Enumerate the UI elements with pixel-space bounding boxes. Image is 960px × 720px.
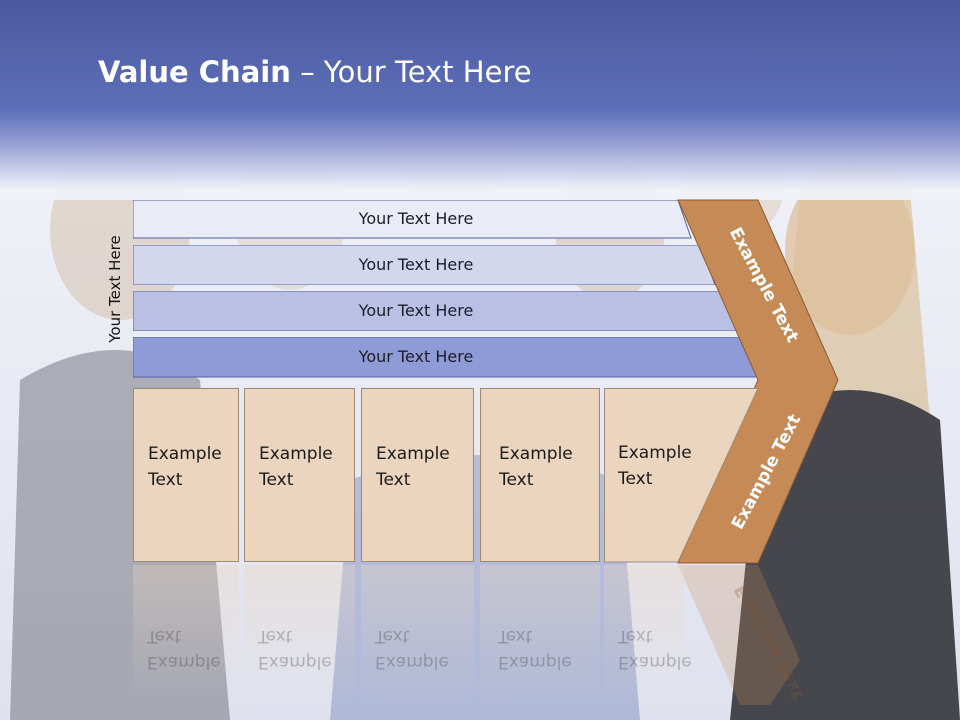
cell-2-reflection-line1: Example [258, 652, 332, 672]
cell-1-reflection-line1: Example [147, 652, 221, 672]
cell-4-reflection-line1: Example [498, 652, 572, 672]
cell-2-line1: Example [259, 444, 333, 464]
cell-5-line1: Example [618, 443, 692, 463]
bar-4-label: Your Text Here [358, 347, 474, 366]
cell-4-reflection-text: Example Text [498, 623, 598, 675]
bar-3-shape [133, 291, 739, 331]
cell-2-reflection-text: Example Text [258, 623, 358, 675]
cell-3-reflection-line1: Example [375, 652, 449, 672]
cell-1-line1: Example [148, 444, 222, 464]
cell-1-line2: Text [148, 470, 183, 490]
cell-4-reflection: Example Text [480, 565, 600, 705]
cell-5-reflection-line2: Text [618, 626, 653, 646]
cell-5-reflection: Example Text [604, 565, 692, 705]
cell-3-reflection-line2: Text [375, 626, 410, 646]
cell-3-line1: Example [376, 444, 450, 464]
cell-3-reflection: Example Text [361, 565, 474, 705]
bar-1-shape [133, 200, 692, 239]
cell-1-reflection-line2: Text [147, 626, 182, 646]
cell-2-reflection: Example Text [244, 565, 355, 705]
bar-1-label: Your Text Here [358, 209, 474, 228]
cell-5-line2: Text [618, 469, 653, 489]
header-band [0, 0, 960, 200]
bar-3-label: Your Text Here [358, 301, 474, 320]
cell-5-reflection-line1: Example [618, 652, 692, 672]
title-bold: Value Chain [98, 55, 291, 89]
title-rest: – Your Text Here [290, 55, 532, 89]
cell-1-reflection: Example Text [133, 565, 239, 705]
cell-2-reflection-line2: Text [258, 626, 293, 646]
cell-1-reflection-text: Example Text [147, 623, 247, 675]
cell-4-line2: Text [499, 470, 534, 490]
cell-4-reflection-line2: Text [498, 626, 533, 646]
cell-3-line2: Text [376, 470, 411, 490]
cell-5-shape [604, 388, 759, 563]
cell-2-line2: Text [259, 470, 294, 490]
cell-3-reflection-text: Example Text [375, 623, 475, 675]
bar-2-label: Your Text Here [358, 255, 474, 274]
cell-5-reflection-text: Example Text [618, 623, 718, 675]
slide-title: Value Chain – Your Text Here [98, 55, 532, 89]
cell-4-line1: Example [499, 444, 573, 464]
bar-2-shape [133, 245, 716, 285]
